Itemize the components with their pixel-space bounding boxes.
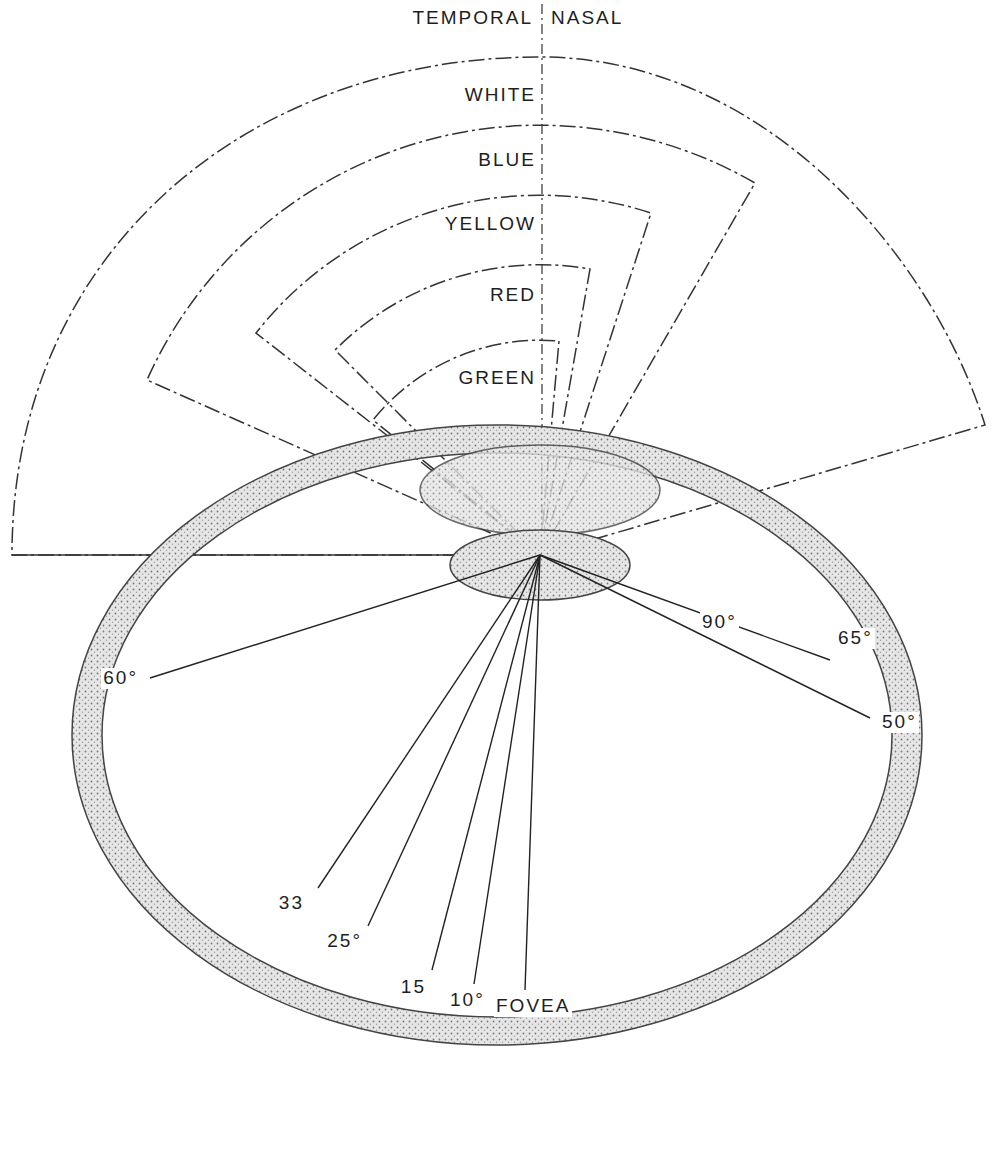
angle-label: 33 [277,893,306,914]
color-label: WHITE [463,85,538,106]
sclera-ring [72,425,922,1045]
angle-label: 50° [880,712,919,733]
side-label: NASAL [549,8,625,29]
ray-line [525,555,540,990]
fovea-label: FOVEA [494,996,572,1017]
ray-line [474,555,540,984]
angle-label: 25° [325,931,364,952]
ray-line [318,555,540,888]
angle-label: 15 [399,977,428,998]
angle-label: 90° [700,612,739,633]
ray-line [368,555,540,926]
ray-line [540,555,830,660]
cornea [420,445,660,535]
color-label: BLUE [476,150,538,171]
ray-line [540,555,870,718]
angle-label: 65° [836,628,875,649]
white-field [12,57,985,555]
angle-label: 60° [101,668,140,689]
color-label: RED [488,285,538,306]
side-label: TEMPORAL [410,8,535,29]
ray-line [150,555,540,678]
color-label: YELLOW [443,214,538,235]
color-label: GREEN [456,368,538,389]
angle-label: 10° [448,990,487,1011]
